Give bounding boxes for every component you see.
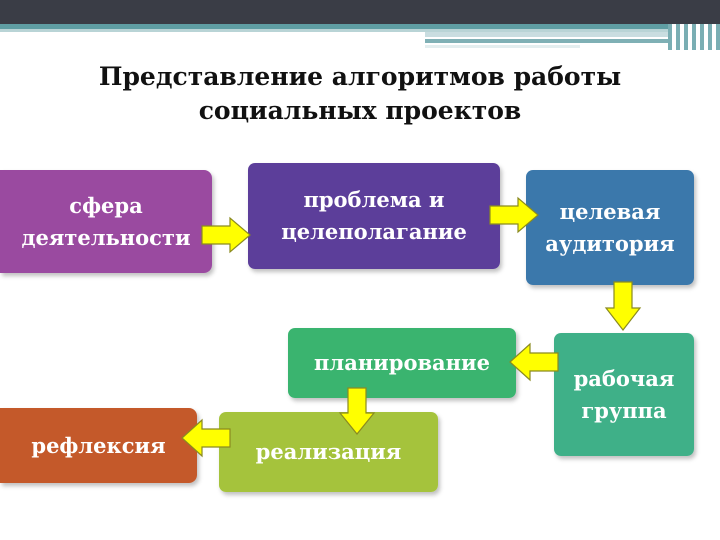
top-banner xyxy=(0,0,720,24)
slide-title: Представление алгоритмов работы социальн… xyxy=(98,62,622,125)
box-problema-i-celepolaganie: проблема и целеполагание xyxy=(248,163,500,269)
box-rabochaya-gruppa: рабочая группа xyxy=(554,333,694,456)
decorative-stripes xyxy=(668,24,720,50)
box-celevaya-auditoriya: целевая аудитория xyxy=(526,170,694,285)
top-accent-line xyxy=(0,24,720,29)
arrow-down-icon xyxy=(338,387,376,435)
box-realizaciya: реализация xyxy=(219,412,438,492)
box-planirovanie: планирование xyxy=(288,328,516,398)
box-sfera-deyatelnosti: сфера деятельности xyxy=(0,170,212,273)
top-accent-line-light xyxy=(0,29,720,32)
arrow-right-icon xyxy=(201,216,251,254)
decorative-line xyxy=(425,39,670,43)
arrow-down-icon xyxy=(604,281,642,331)
decorative-line xyxy=(425,45,580,48)
box-refleksiya: рефлексия xyxy=(0,408,197,483)
arrow-left-icon xyxy=(181,418,231,458)
decorative-line xyxy=(425,32,685,37)
arrow-right-icon xyxy=(489,196,539,234)
arrow-left-icon xyxy=(509,342,559,382)
